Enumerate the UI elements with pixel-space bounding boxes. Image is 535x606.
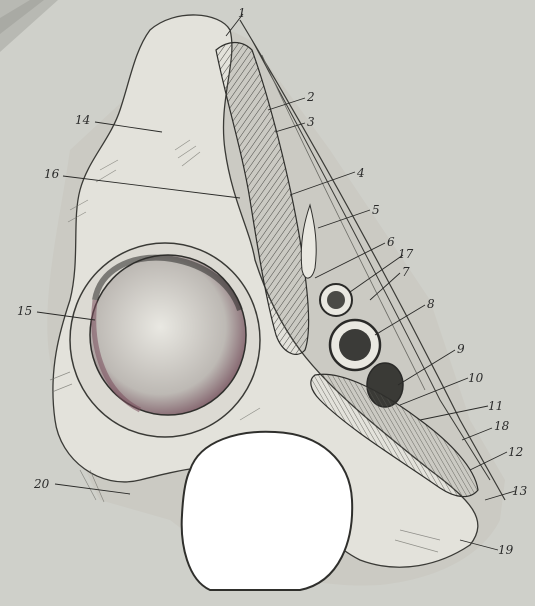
label-12: 12 (508, 445, 523, 459)
label-19: 19 (498, 543, 514, 557)
label-2: 2 (306, 90, 315, 104)
label-5: 5 (372, 203, 380, 217)
label-9: 9 (457, 342, 465, 356)
label-20: 20 (33, 477, 50, 491)
label-15: 15 (17, 304, 32, 318)
label-3: 3 (307, 115, 315, 129)
label-18: 18 (494, 419, 510, 433)
label-11: 11 (488, 399, 503, 413)
label-1: 1 (238, 6, 246, 20)
label-6: 6 (387, 235, 395, 249)
label-10: 10 (468, 371, 484, 385)
label-4: 4 (356, 166, 365, 180)
label-8: 8 (427, 297, 435, 311)
obturator-foramen (182, 432, 352, 590)
label-14: 14 (75, 113, 90, 127)
label-13: 13 (512, 484, 528, 498)
corner-artifact (0, 0, 58, 52)
label-7: 7 (402, 265, 410, 279)
label-16: 16 (44, 167, 60, 181)
label-17: 17 (398, 247, 414, 261)
